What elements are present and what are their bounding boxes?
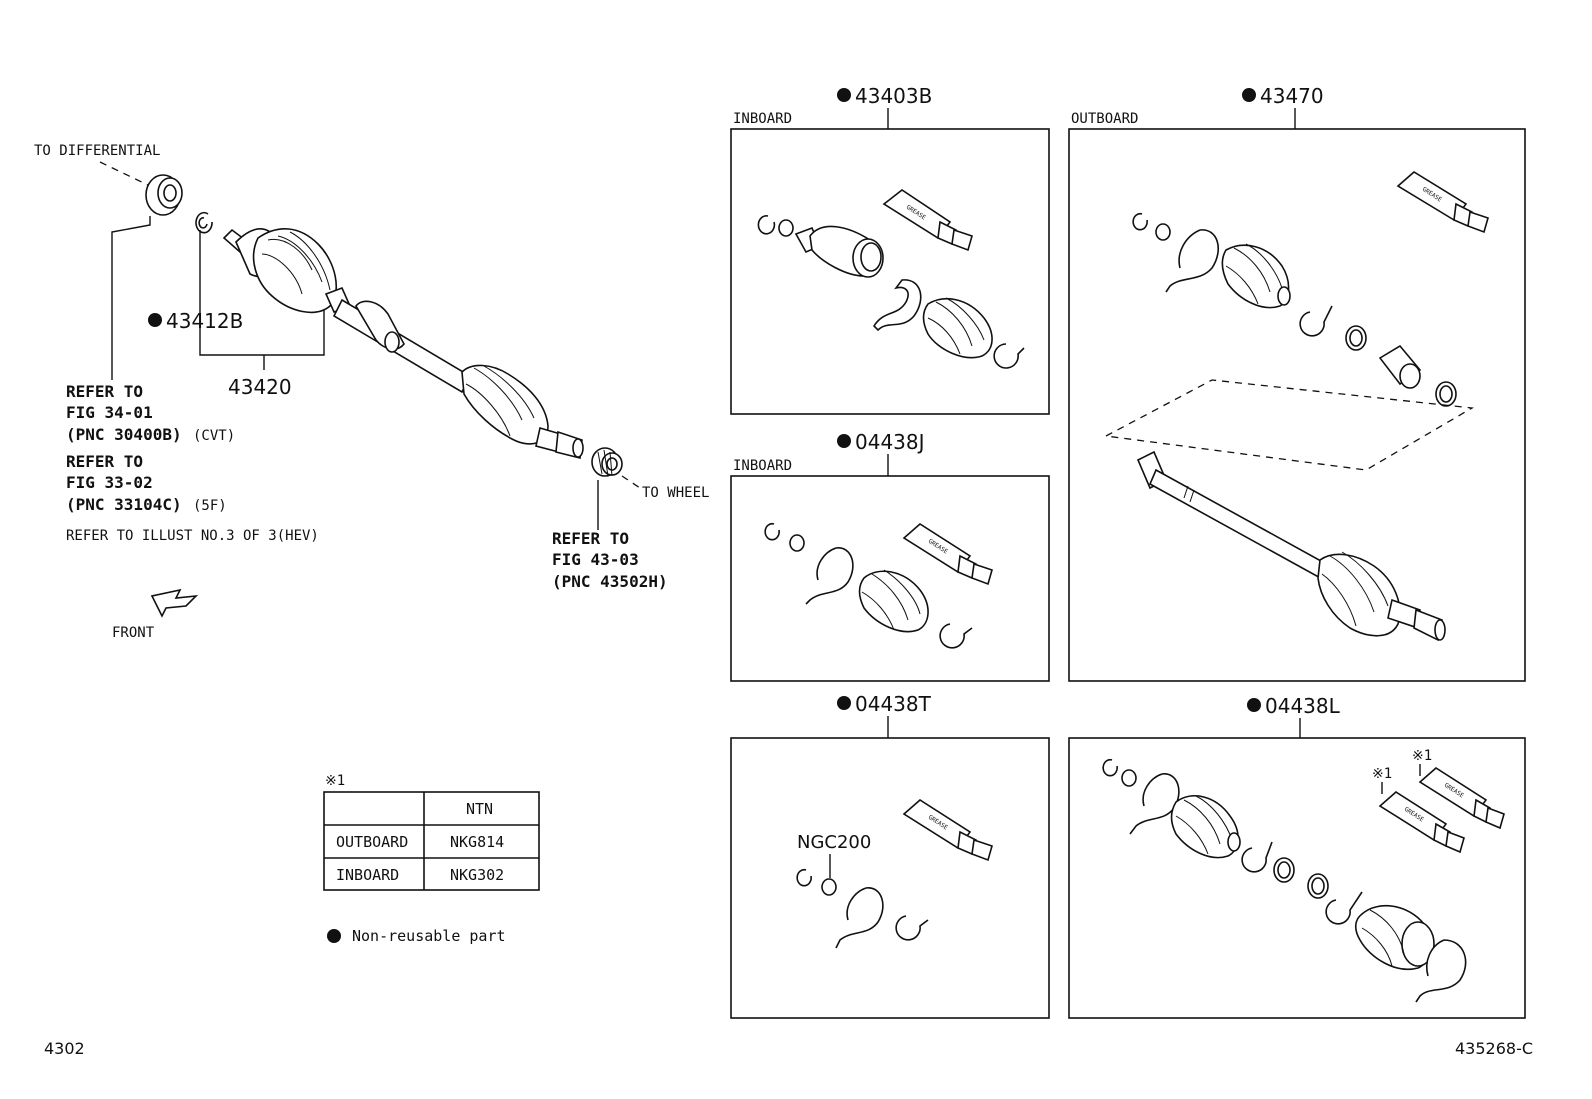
part-number-43412b: 43412B xyxy=(166,309,243,333)
shaft xyxy=(332,298,472,394)
refer-2-line-3: (PNC 33104C) xyxy=(66,495,182,514)
part-number-43403b: 43403B xyxy=(855,84,932,108)
kit-box-04438t: 04438T NGC200 GREASE xyxy=(730,692,1050,1019)
refer-hev: REFER TO ILLUST NO.3 OF 3(HEV) xyxy=(66,528,319,544)
table-row-value: NKG302 xyxy=(450,866,504,884)
grease-tube: GREASE xyxy=(882,189,973,252)
legend: Non-reusable part xyxy=(327,927,506,945)
front-label: FRONT xyxy=(112,625,155,641)
footer-page-code: 4302 xyxy=(44,1039,85,1058)
table-row-name: INBOARD xyxy=(336,866,399,884)
box-label-inboard: INBOARD xyxy=(733,111,792,127)
outboard-shaft xyxy=(1136,450,1446,642)
part-number-43470: 43470 xyxy=(1260,84,1324,108)
front-arrow-icon xyxy=(150,588,199,618)
grease-tube: GREASE xyxy=(902,799,993,862)
refer-2-line-1: REFER TO xyxy=(66,452,143,471)
ntn-table: ※1 NTN OUTBOARD NKG814 INBOARD NKG302 xyxy=(323,773,540,891)
footer-illustration-code: 435268-C xyxy=(1455,1039,1533,1058)
part-number-ngc200: NGC200 xyxy=(797,832,871,853)
to-wheel-label: TO WHEEL xyxy=(642,485,709,501)
main-driveshaft-assembly: TO DIFFERENTIAL xyxy=(34,143,709,641)
refer-3-line-3: (PNC 43502H) xyxy=(552,572,668,591)
refer-1-suffix: (CVT) xyxy=(193,428,235,444)
kit-box-43470: 43470 OUTBOARD xyxy=(1068,84,1526,682)
part-number-43420: 43420 xyxy=(228,375,292,399)
refer-3-line-1: REFER TO xyxy=(552,529,629,548)
kit-box-04438j: 04438J INBOARD GREASE xyxy=(730,430,1050,682)
refer-3-line-2: FIG 43-03 xyxy=(552,550,639,569)
kit-box-04438l: 04438L ※1 ※1 GREASE xyxy=(1068,694,1526,1019)
refer-1-line-1: REFER TO xyxy=(66,382,143,401)
oil-seal xyxy=(145,174,183,216)
hub-nut xyxy=(591,447,623,477)
note-mark-2: ※1 xyxy=(1372,766,1392,782)
differential-leader xyxy=(99,161,151,187)
part-number-04438j: 04438J xyxy=(855,430,925,454)
grease-tube: GREASE xyxy=(1378,791,1465,854)
box-label-outboard: OUTBOARD xyxy=(1071,111,1138,127)
legend-non-reusable: Non-reusable part xyxy=(352,927,506,945)
refer-1-line-3: (PNC 30400B) xyxy=(66,425,182,444)
note-mark-1: ※1 xyxy=(1412,748,1432,764)
inboard-joint xyxy=(222,228,352,314)
table-row-value: NKG814 xyxy=(450,833,504,851)
refer-2-line-2: FIG 33-02 xyxy=(66,473,153,492)
snap-ring xyxy=(195,211,213,234)
grease-tube: GREASE xyxy=(1418,767,1505,830)
non-reusable-dot xyxy=(148,313,162,327)
box-label-inboard: INBOARD xyxy=(733,458,792,474)
oil-seal-leader xyxy=(111,216,151,380)
outboard-joint xyxy=(461,364,584,459)
part-number-04438l: 04438L xyxy=(1265,694,1341,718)
to-differential-label: TO DIFFERENTIAL xyxy=(34,143,160,159)
part-number-04438t: 04438T xyxy=(855,692,932,716)
grease-tube: GREASE xyxy=(902,523,993,586)
refer-1-line-2: FIG 34-01 xyxy=(66,403,153,422)
grease-tube: GREASE xyxy=(1396,171,1489,234)
table-row-name: OUTBOARD xyxy=(336,833,408,851)
table-header-ntn: NTN xyxy=(466,800,493,818)
bracket-43420 xyxy=(199,230,325,356)
kit-box-43403b: 43403B INBOARD GREASE xyxy=(730,84,1050,415)
table-note-mark: ※1 xyxy=(325,773,345,789)
refer-2-suffix: (5F) xyxy=(193,498,227,514)
non-reusable-dot xyxy=(327,929,341,943)
